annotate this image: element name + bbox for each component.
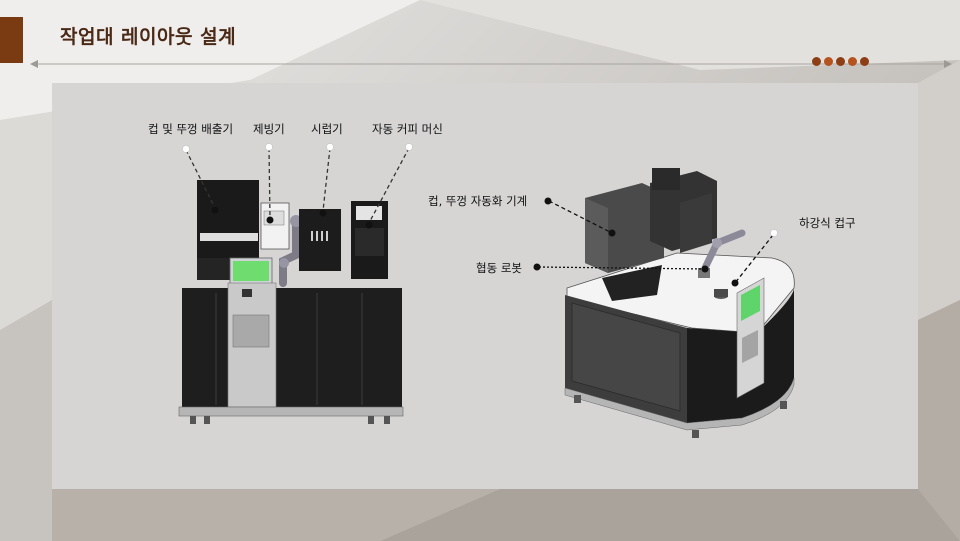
front-control-screen — [233, 261, 269, 281]
indicator-dot — [824, 57, 833, 66]
label-syrup-dispenser: 시럽기 — [311, 122, 343, 136]
cup-lid-machine-tray — [602, 265, 662, 301]
syrup-dispenser-body — [299, 209, 341, 271]
front-view-workbench — [178, 180, 404, 424]
iso-leader-white-dots — [770, 229, 778, 237]
iso-leader-lines — [538, 200, 774, 284]
dispenser-slot — [200, 233, 258, 241]
front-feet — [190, 416, 390, 424]
label-coffee-machine: 자동 커피 머신 — [372, 122, 443, 136]
iso-base — [564, 377, 795, 431]
workbench-diagram — [178, 143, 795, 438]
iso-view-workbench — [564, 168, 795, 438]
syrup-nozzles — [311, 231, 328, 241]
page-title: 작업대 레이아웃 설계 — [60, 26, 237, 48]
indicator-dot — [860, 57, 869, 66]
front-base — [178, 406, 404, 417]
iso-feet — [574, 395, 787, 438]
slide-indicator-dots — [812, 57, 869, 66]
rear-hopper — [652, 168, 680, 190]
iso-leader-end-dots — [608, 229, 739, 287]
label-ice-maker: 제빙기 — [253, 122, 285, 136]
label-cup-lid-dispenser: 컵 및 뚜껑 배출기 — [148, 122, 234, 136]
left-arrow-icon — [30, 60, 38, 68]
right-arrow-icon — [944, 60, 952, 68]
label-lowering-cup-outlet: 하강식 컵구 — [799, 216, 856, 230]
iso-control-screen — [741, 285, 760, 321]
front-leader-lines — [185, 147, 410, 224]
label-cobot: 협동 로봇 — [476, 261, 522, 275]
front-leader-ends — [211, 206, 373, 229]
header-divider — [34, 63, 950, 65]
indicator-dot — [812, 57, 821, 66]
front-cabinet — [182, 288, 402, 408]
indicator-dot — [848, 57, 857, 66]
iso-leader-start-dots — [533, 197, 552, 271]
title-accent-bar — [0, 17, 23, 63]
layout-panel: 컵 및 뚜껑 배출기 제빙기 시럽기 자동 커피 머신 컵, 뚜껑 자동화 기계… — [52, 83, 918, 489]
ice-maker-body — [260, 202, 290, 250]
indicator-dot — [836, 57, 845, 66]
front-leader-dots — [182, 143, 413, 153]
label-cup-lid-automation: 컵, 뚜껑 자동화 기계 — [428, 194, 528, 208]
coffee-machine-display — [356, 206, 382, 220]
